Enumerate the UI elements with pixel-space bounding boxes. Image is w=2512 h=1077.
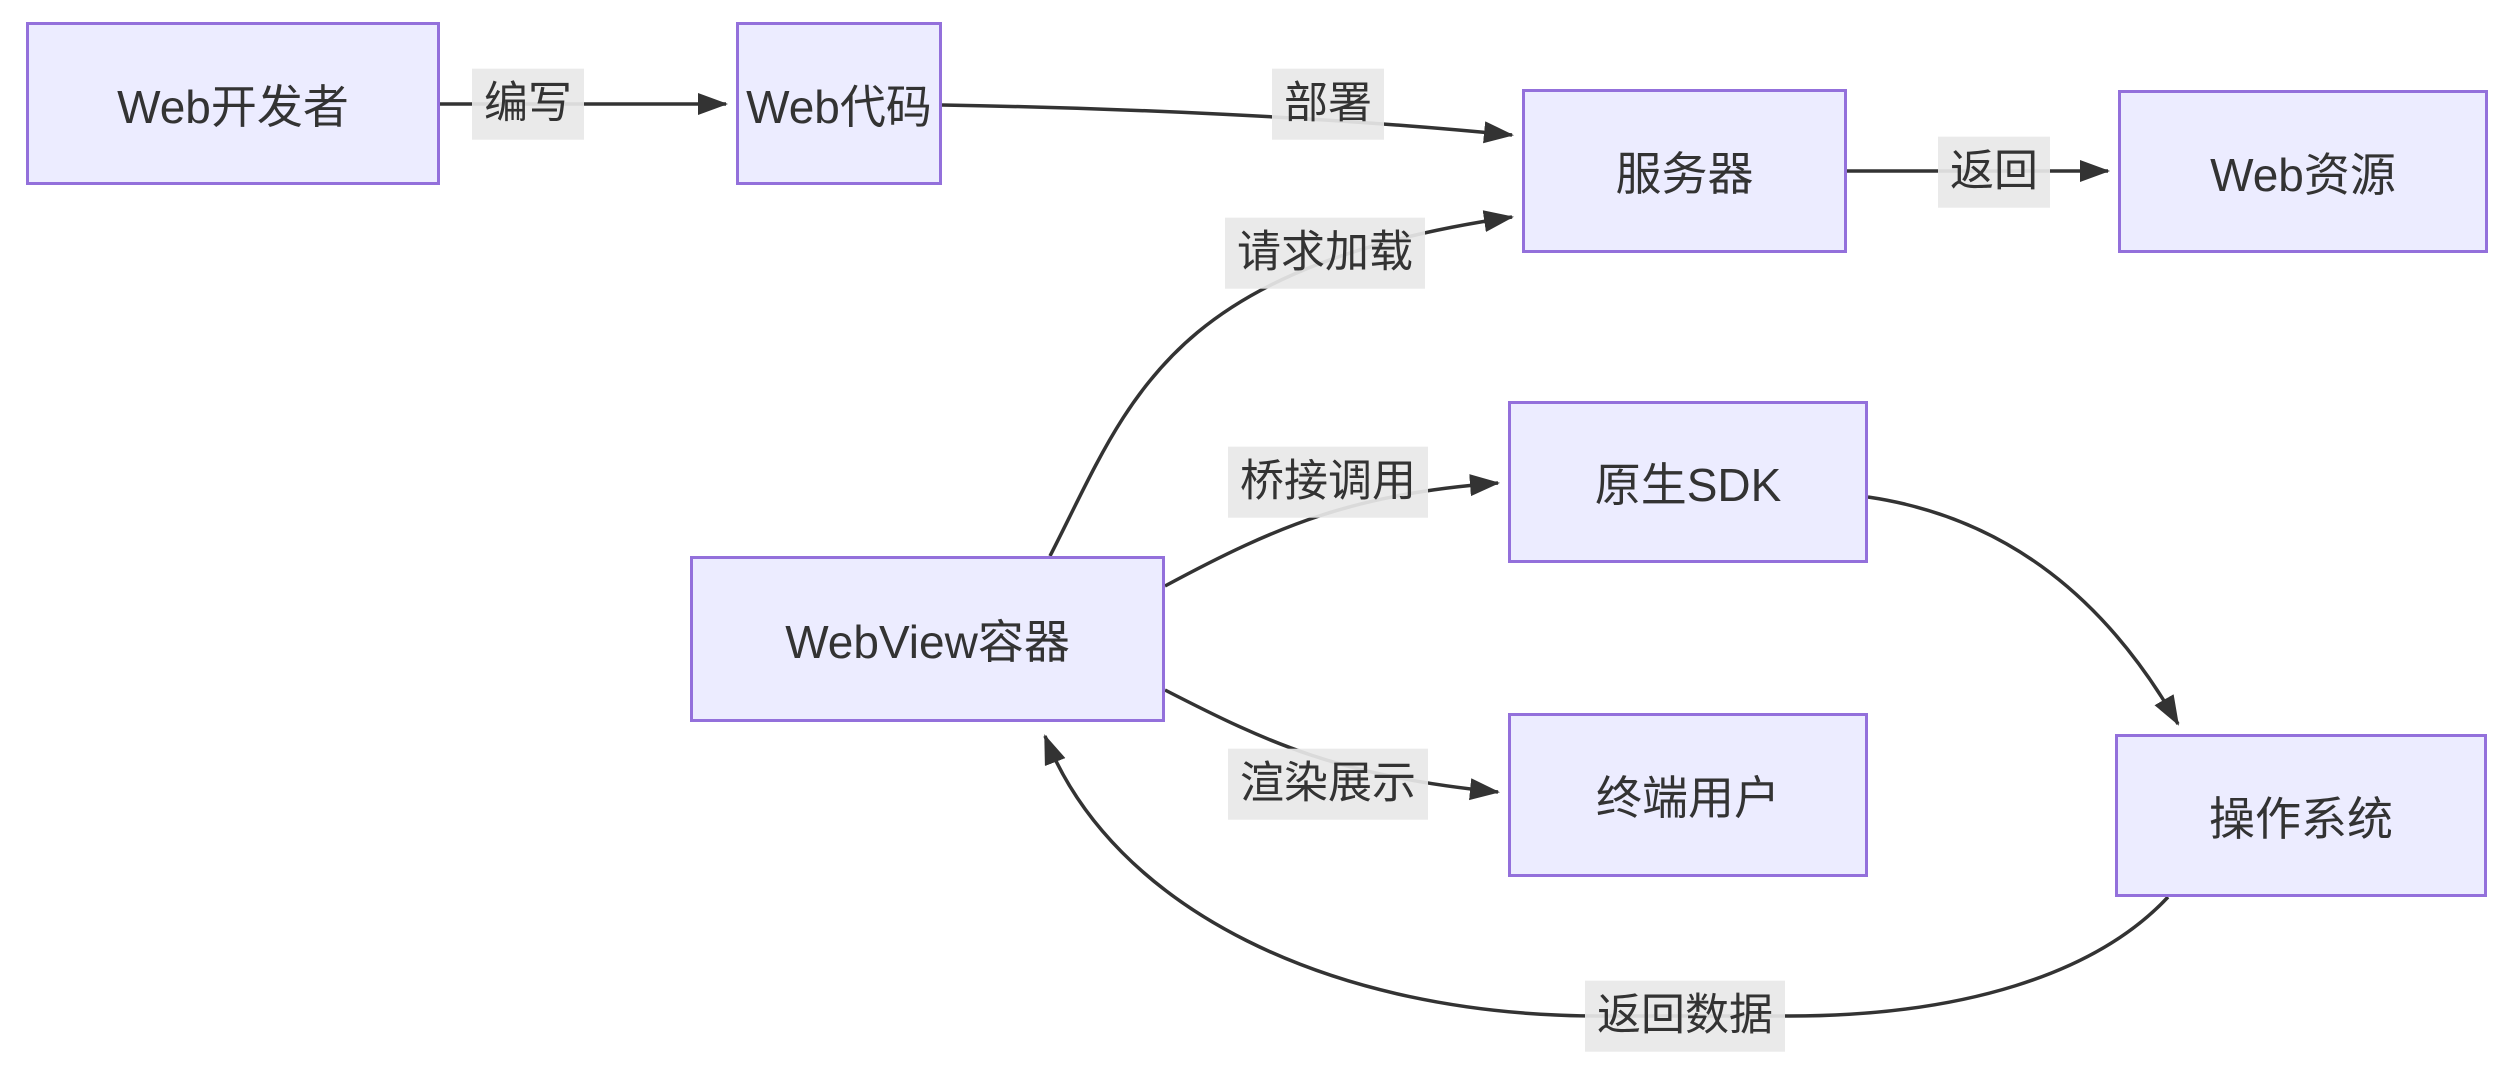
edge-nativesdk-os xyxy=(1867,495,2180,726)
node-server: 服务器 xyxy=(1522,89,1847,253)
node-native-sdk: 原生SDK xyxy=(1508,401,1868,563)
edge-webcode-server xyxy=(941,103,1514,144)
edge-label-write: 编写 xyxy=(472,68,584,140)
edge-label-return: 返回 xyxy=(1938,136,2050,208)
node-webview-container: WebView容器 xyxy=(690,556,1165,722)
edge-label-deploy: 部署 xyxy=(1272,68,1384,140)
edge-label-bridge-call: 桥接调用 xyxy=(1228,446,1428,518)
edge-label-return-data: 返回数据 xyxy=(1585,980,1785,1052)
node-end-user: 终端用户 xyxy=(1508,713,1868,877)
node-web-resource: Web资源 xyxy=(2118,90,2488,253)
edge-label-request-load: 请求加载 xyxy=(1225,217,1425,289)
node-operating-system: 操作系统 xyxy=(2115,734,2487,897)
node-web-developer: Web开发者 xyxy=(26,22,440,185)
edge-os-webview xyxy=(1043,734,2170,1018)
edge-label-render-display: 渲染展示 xyxy=(1228,748,1428,820)
node-web-code: Web代码 xyxy=(736,22,942,185)
